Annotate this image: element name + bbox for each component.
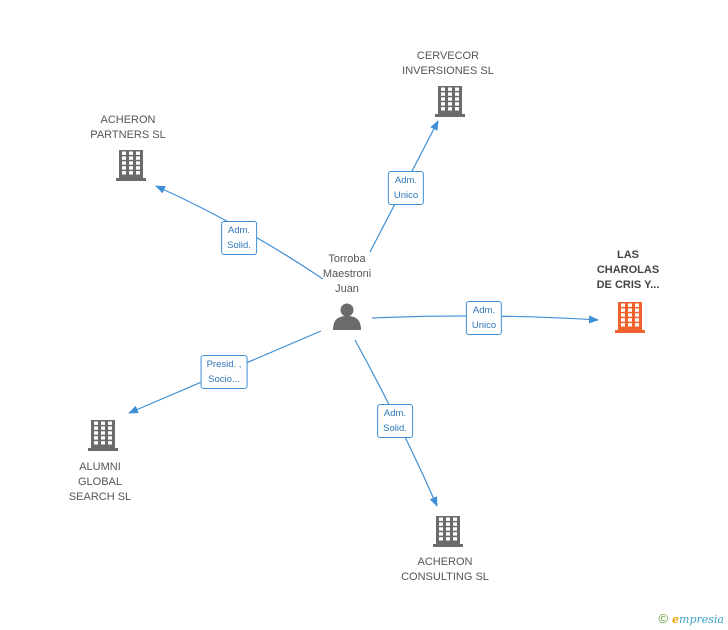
company-label-cervecor: CERVECOR INVERSIONES SL — [402, 49, 494, 79]
edge-role-badge-cervecor[interactable]: Adm. Unico — [387, 171, 425, 205]
company-label-alumni-line: ALUMNI — [79, 461, 121, 473]
edge-role-badge-las-charolas-line: Adm. — [472, 305, 496, 316]
company-label-acheron-consulting-line: CONSULTING SL — [401, 571, 489, 583]
edge-role-badge-alumni[interactable]: Presid. , Socio... — [200, 355, 248, 389]
edge-role-badge-acheron-consulting-line: Adm. — [383, 408, 407, 419]
company-label-acheron-partners-line: ACHERON — [100, 114, 156, 126]
edge-role-badge-acheron-partners[interactable]: Adm. Solid. — [221, 221, 257, 255]
edge-role-badge-acheron-partners-line: Solid. — [227, 240, 251, 251]
company-label-las-charolas-line: DE CRIS Y... — [596, 279, 660, 291]
company-label-acheron-partners-line: PARTNERS SL — [90, 129, 166, 141]
edge-role-badge-acheron-consulting[interactable]: Adm. Solid. — [377, 404, 413, 438]
company-label-acheron-partners: ACHERON PARTNERS SL — [90, 113, 165, 143]
edge-role-badge-alumni-line: Presid. , — [206, 359, 242, 370]
company-label-alumni-line: SEARCH SL — [68, 491, 132, 503]
building-icon-acheron-consulting[interactable] — [433, 516, 463, 547]
company-label-alumni: ALUMNI GLOBAL SEARCH SL — [69, 460, 131, 505]
brand-logo: empresia — [672, 613, 724, 626]
company-label-cervecor-line: CERVECOR — [416, 50, 480, 62]
building-icon-alumni[interactable] — [88, 420, 118, 451]
person-name-label-line: Maestroni — [322, 268, 372, 280]
edge-role-badge-cervecor-line: Unico — [393, 190, 419, 201]
building-icon-cervecor[interactable] — [435, 86, 465, 117]
footer-brand: ©empresia — [658, 611, 724, 626]
copyright-symbol: © — [658, 611, 669, 626]
company-label-las-charolas-line: LAS — [616, 249, 639, 261]
person-icon[interactable] — [333, 303, 361, 331]
company-label-alumni-line: GLOBAL — [77, 476, 123, 488]
edge-role-badge-cervecor-line: Adm. — [394, 175, 418, 186]
company-label-las-charolas: LAS CHAROLAS DE CRIS Y... — [597, 248, 660, 293]
company-label-las-charolas-line: CHAROLAS — [596, 264, 660, 276]
person-name-label-line: Juan — [335, 283, 359, 295]
edge-role-badge-las-charolas[interactable]: Adm. Unico — [465, 301, 503, 335]
edge-role-badge-alumni-line: Socio... — [208, 374, 240, 385]
company-label-acheron-consulting-line: ACHERON — [417, 556, 473, 568]
edge-role-badge-acheron-partners-line: Adm. — [227, 225, 251, 236]
company-label-acheron-consulting: ACHERON CONSULTING SL — [401, 555, 489, 585]
edge-role-badge-las-charolas-line: Unico — [471, 320, 497, 331]
person-name-label-line: Torroba — [328, 253, 366, 265]
building-icon-las-charolas[interactable] — [615, 302, 645, 333]
building-icon-acheron-partners[interactable] — [116, 150, 146, 181]
company-label-cervecor-line: INVERSIONES SL — [402, 65, 494, 77]
edge-role-badge-acheron-consulting-line: Solid. — [383, 423, 407, 434]
